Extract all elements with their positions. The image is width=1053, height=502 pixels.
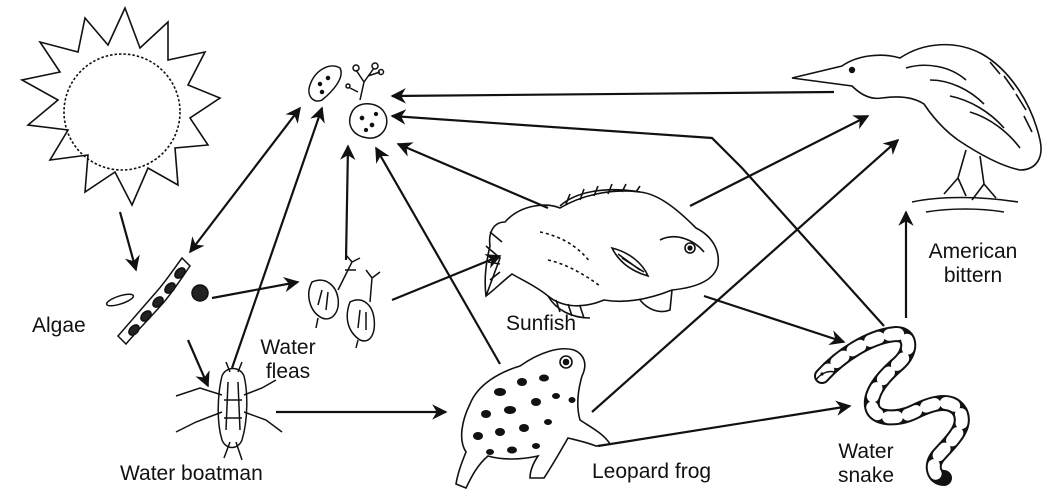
arrow-sunfish-bittern [690, 116, 868, 206]
label-water-boatman: Water boatman [120, 462, 263, 486]
arrow-algae-decomposers [190, 108, 300, 252]
arrow-bittern-decomposers [392, 92, 834, 96]
algae-icon [105, 258, 208, 344]
label-sunfish: Sunfish [506, 312, 576, 336]
label-leopard-frog: Leopard frog [592, 460, 711, 484]
arrow-sunfish-snake [704, 296, 844, 342]
arrow-water-fleas-sunfish [392, 256, 500, 300]
leopard-frog-icon [456, 349, 610, 488]
decomposers-icon [309, 63, 387, 138]
label-american-bittern: American bittern [918, 240, 1028, 288]
arrow-algae-water-fleas [212, 282, 298, 298]
arrow-water-fleas-decomposers [346, 146, 348, 260]
sunfish-icon [485, 184, 718, 318]
arrow-algae-water-boatman [188, 340, 208, 386]
arrow-water-boatman-decomposers [232, 108, 322, 368]
arrow-sun-algae [120, 212, 136, 270]
label-algae: Algae [32, 314, 86, 338]
label-water-snake: Water snake [826, 440, 906, 488]
american-bittern-icon [792, 45, 1041, 212]
water-fleas-icon [309, 255, 380, 348]
arrow-frog-snake [598, 406, 850, 446]
arrow-sunfish-decomposers [398, 144, 548, 208]
label-water-fleas: Water fleas [248, 336, 328, 384]
sun-icon [22, 8, 220, 205]
